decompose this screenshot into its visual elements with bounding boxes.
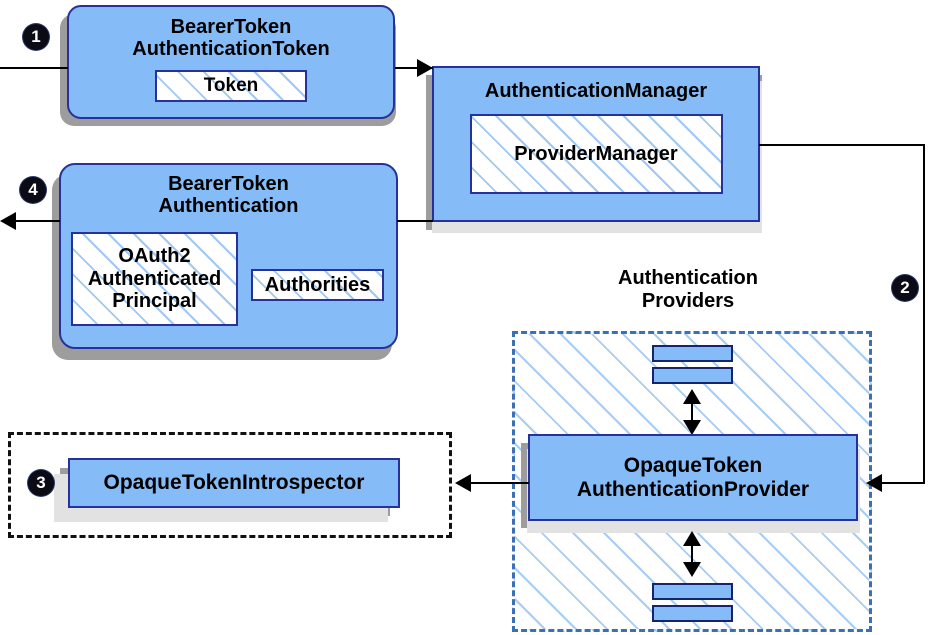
provider-bottom-connector-line xyxy=(691,538,693,575)
opaque-token-introspector-title: OpaqueTokenIntrospector xyxy=(103,471,365,495)
connector-manager-to-providers-h1 xyxy=(759,144,925,146)
bearer-token-authentication-token[interactable]: BearerToken AuthenticationToken Token xyxy=(67,5,395,119)
provider-top-arrow-down xyxy=(683,420,701,435)
provider-stack-bar-top-1 xyxy=(652,345,733,362)
connector-provider-to-introspector xyxy=(471,482,529,484)
bearer-token-authentication-token-title-line2: AuthenticationToken xyxy=(132,38,330,61)
bearer-token-authentication-title-line2: Authentication xyxy=(158,195,299,218)
bearer-token-authentication-title-line1: BearerToken xyxy=(168,173,289,195)
bearer-token-authentication-token-title-line1: BearerToken xyxy=(170,16,292,38)
connector-authentication-out-arrowhead xyxy=(0,212,16,230)
opaque-token-authentication-provider-title-line2: AuthenticationProvider xyxy=(576,477,810,501)
authentication-providers-label-line1: Authentication xyxy=(618,267,758,289)
connector-manager-to-providers-arrowhead xyxy=(866,474,882,492)
opaque-token-introspector[interactable]: OpaqueTokenIntrospector xyxy=(68,458,400,508)
provider-top-connector-line xyxy=(691,396,693,433)
connector-manager-to-providers-v xyxy=(923,144,925,483)
authentication-providers-label-line2: Providers xyxy=(641,290,735,312)
step-badge-3: 3 xyxy=(28,470,54,496)
principal-line1: OAuth2 xyxy=(118,245,191,268)
authentication-manager-title: AuthenticationManager xyxy=(484,80,708,102)
provider-bottom-arrow-up xyxy=(683,531,701,546)
provider-stack-bar-top-2 xyxy=(652,367,733,384)
principal-line3: Principal xyxy=(112,290,197,313)
oauth2-authenticated-principal-box[interactable]: OAuth2 Authenticated Principal xyxy=(71,232,238,326)
provider-top-arrow-up xyxy=(683,389,701,404)
provider-stack-bar-bottom-2 xyxy=(652,605,733,622)
authentication-manager[interactable]: AuthenticationManager ProviderManager xyxy=(432,66,760,222)
principal-line2: Authenticated xyxy=(87,267,222,290)
connector-manager-to-authentication xyxy=(397,220,433,222)
authentication-providers-label: Authentication Providers xyxy=(568,267,808,313)
connector-provider-to-introspector-arrowhead xyxy=(455,474,471,492)
opaque-token-authentication-provider-title-line1: OpaqueToken xyxy=(623,453,763,477)
opaque-token-introspector-container xyxy=(8,432,452,538)
connector-manager-to-providers-h2 xyxy=(882,482,925,484)
connector-request-in xyxy=(0,67,68,69)
connector-authentication-out xyxy=(16,220,60,222)
opaque-token-authentication-provider[interactable]: OpaqueToken AuthenticationProvider xyxy=(528,434,858,521)
provider-bottom-arrow-down xyxy=(683,562,701,577)
token-inner-box[interactable]: Token xyxy=(155,69,307,102)
connector-token-to-manager xyxy=(395,67,433,69)
step-badge-2: 2 xyxy=(892,275,918,301)
step-badge-4: 4 xyxy=(20,177,46,203)
step-badge-1: 1 xyxy=(23,24,49,50)
connector-token-to-manager-arrowhead xyxy=(417,59,433,77)
authorities-box[interactable]: Authorities xyxy=(251,269,384,301)
provider-manager-inner-box[interactable]: ProviderManager xyxy=(469,114,723,195)
provider-stack-bar-bottom-1 xyxy=(652,583,733,600)
